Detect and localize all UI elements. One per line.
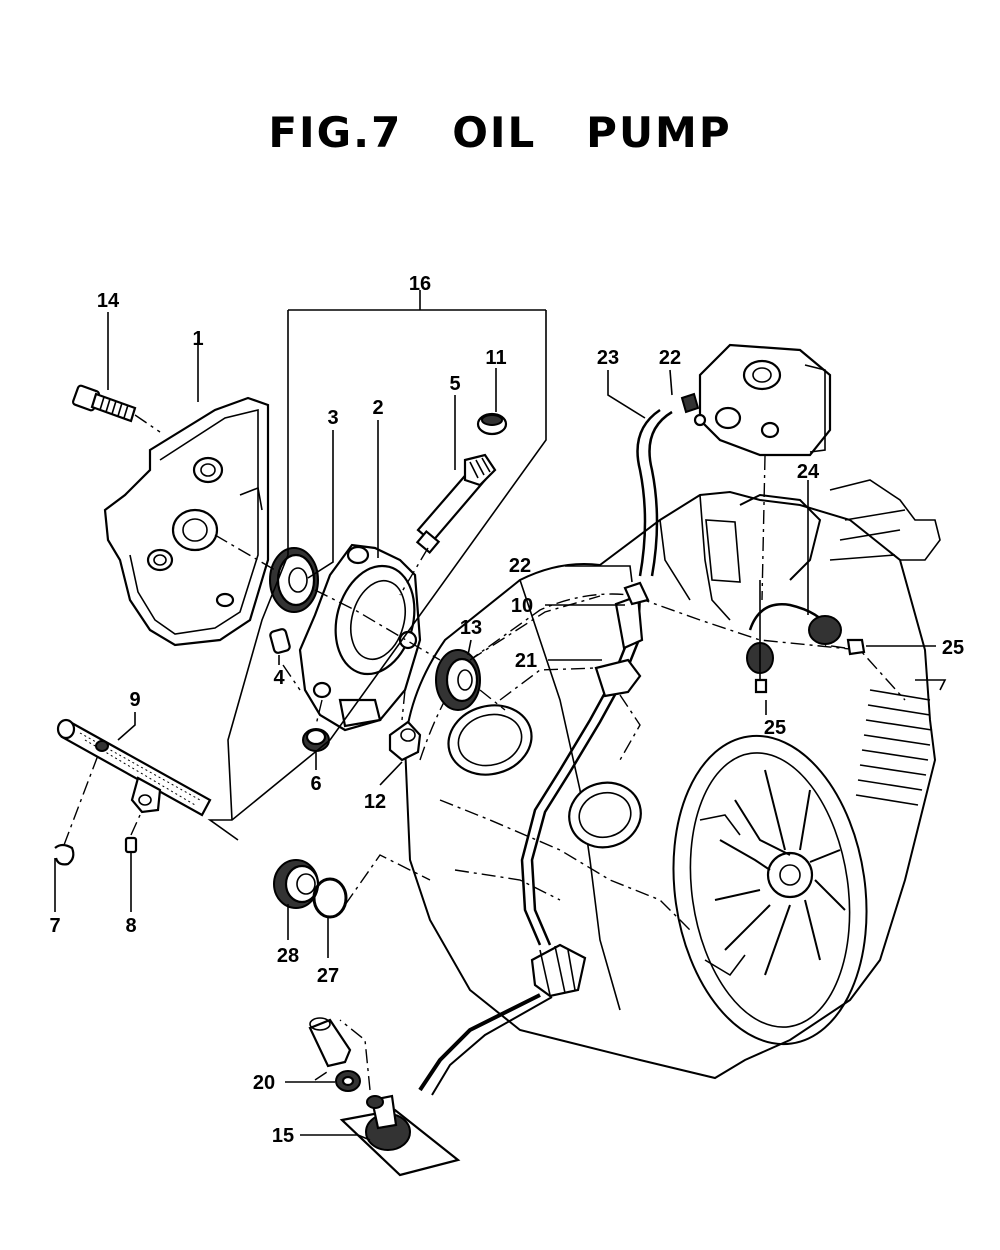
part-24-wire-assembly bbox=[746, 580, 842, 690]
figure-title: FIG.7 OIL PUMP bbox=[268, 108, 732, 157]
leader-lines bbox=[54, 290, 936, 1141]
label-2: 2 bbox=[372, 397, 383, 419]
label-14: 14 bbox=[97, 290, 120, 312]
oil-hose-assembly bbox=[520, 581, 650, 946]
label-1: 1 bbox=[192, 328, 203, 350]
part-11-cap bbox=[476, 412, 508, 436]
label-12: 12 bbox=[364, 791, 386, 813]
label-6: 6 bbox=[310, 773, 321, 795]
lower-oil-fitting bbox=[418, 943, 587, 1096]
part-9-adjuster-rod bbox=[56, 718, 212, 817]
crankcase-housing bbox=[403, 479, 947, 1080]
part-7-clip bbox=[54, 843, 75, 866]
part-4-pin bbox=[269, 628, 291, 654]
label-15: 15 bbox=[272, 1125, 294, 1147]
label-5: 5 bbox=[449, 373, 460, 395]
label-28: 28 bbox=[277, 945, 299, 967]
label-10: 10 bbox=[511, 595, 533, 617]
label-4: 4 bbox=[273, 667, 285, 689]
part-13-oil-seal bbox=[435, 649, 481, 711]
label-21: 21 bbox=[515, 650, 537, 672]
carburetor bbox=[680, 343, 832, 457]
flywheel-housing bbox=[672, 734, 868, 1046]
crankcase-bores bbox=[447, 704, 642, 849]
label-25-lower: 25 bbox=[764, 717, 786, 739]
part-12-plug bbox=[388, 720, 422, 762]
part-3-bearing bbox=[269, 547, 319, 613]
label-13: 13 bbox=[460, 617, 482, 639]
part-8-screw bbox=[124, 836, 138, 854]
part-6-cap bbox=[302, 728, 330, 752]
part-25-fitting bbox=[754, 638, 866, 694]
label-9: 9 bbox=[129, 689, 140, 711]
part-23-pulse-hose bbox=[636, 408, 673, 577]
part-28-plug bbox=[273, 859, 320, 909]
oil-filter-tube bbox=[308, 1017, 352, 1068]
label-23: 23 bbox=[597, 347, 619, 369]
label-25-right: 25 bbox=[942, 637, 964, 659]
label-24: 24 bbox=[797, 461, 820, 483]
label-20: 20 bbox=[253, 1072, 275, 1094]
label-22-mid: 22 bbox=[509, 555, 531, 577]
part-27-o-ring bbox=[312, 877, 348, 919]
label-27: 27 bbox=[317, 965, 339, 987]
part-1-pump-cover bbox=[103, 396, 270, 647]
label-16: 16 bbox=[409, 273, 431, 295]
part-20-grommet bbox=[335, 1070, 361, 1092]
part-5-worm-shaft bbox=[415, 453, 497, 555]
part-15-oil-pickup bbox=[339, 1094, 461, 1177]
part-14-bolt bbox=[71, 384, 137, 423]
label-3: 3 bbox=[327, 407, 338, 429]
label-11: 11 bbox=[485, 347, 506, 369]
label-8: 8 bbox=[125, 915, 136, 937]
label-22-top: 22 bbox=[659, 347, 681, 369]
part-2-pump-body bbox=[298, 543, 422, 732]
label-7: 7 bbox=[49, 915, 60, 937]
part-labels: 16 14 1 5 11 3 2 13 4 9 6 12 7 8 28 27 2… bbox=[49, 273, 964, 1147]
